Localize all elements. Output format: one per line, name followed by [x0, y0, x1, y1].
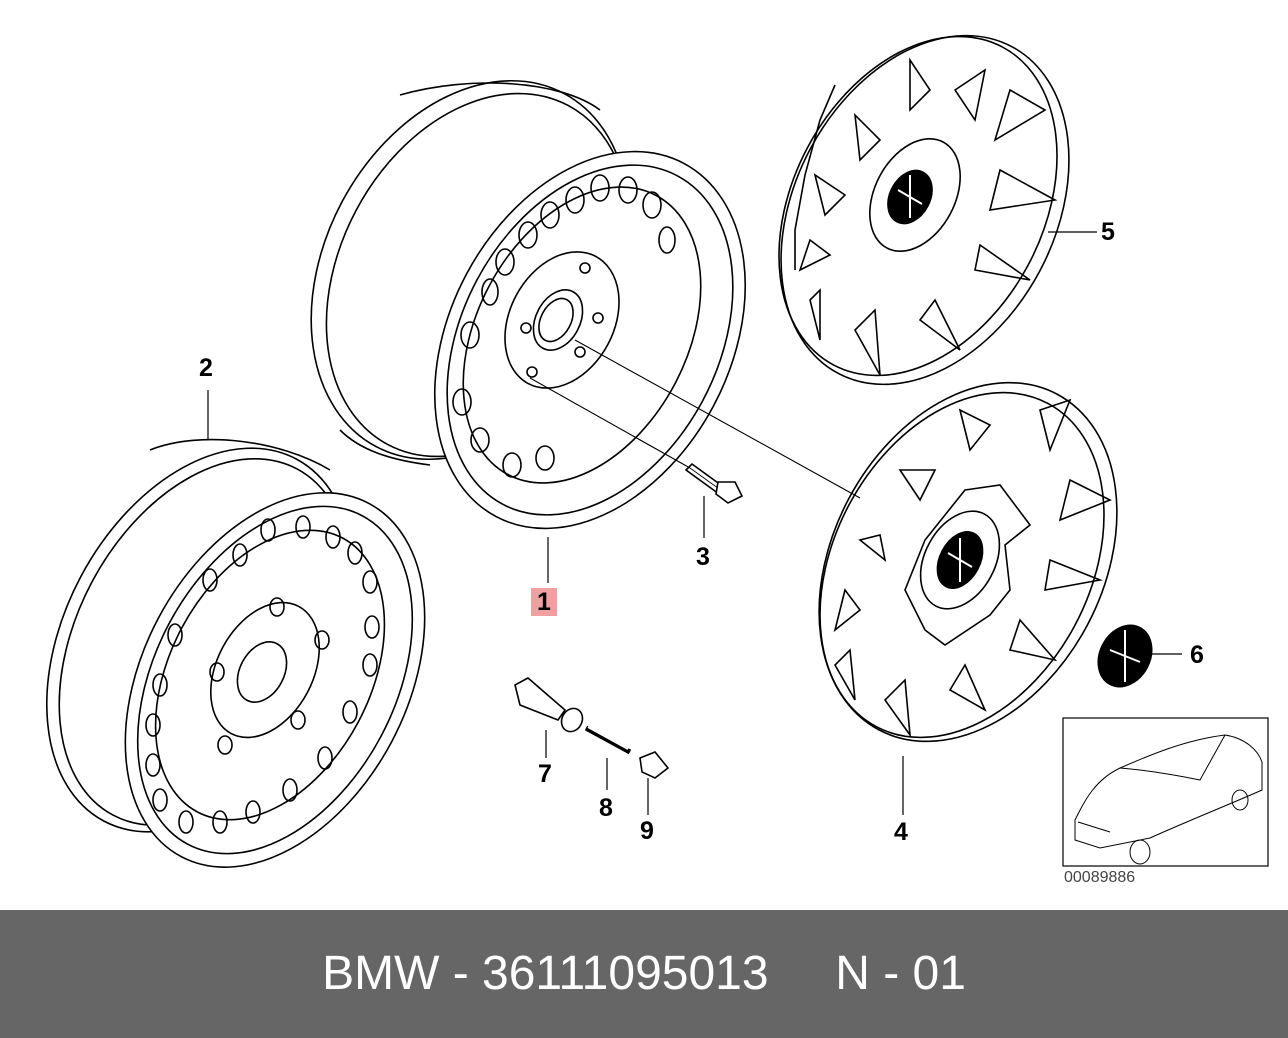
callout-3: 3: [696, 543, 710, 571]
diagram-reference-code: 00089886: [1064, 869, 1136, 886]
callout-7: 7: [538, 760, 552, 788]
callout-9: 9: [640, 817, 654, 845]
callout-5: 5: [1101, 218, 1115, 246]
wheel-bolt-part-3: [684, 462, 744, 538]
alignment-line: [574, 339, 861, 499]
valve-cap-part-9: [639, 751, 670, 815]
steel-wheel-part-2: [45, 438, 426, 868]
hub-cap-part-4: [818, 381, 1118, 815]
parts-diagram: [45, 34, 1269, 868]
emblem-part-6: [1097, 624, 1182, 688]
part-number-caption: BMW - 36111095013 N - 01: [322, 947, 966, 1000]
callout-8: 8: [599, 794, 613, 822]
callout-2: 2: [199, 354, 213, 382]
hub-cap-part-5: [778, 34, 1097, 386]
car-thumbnail-inset: [1062, 717, 1269, 867]
callout-4: 4: [894, 818, 908, 846]
callout-6: 6: [1190, 641, 1204, 669]
footer-bar: BMW - 36111095013 N - 01: [0, 910, 1288, 1038]
valve-stem-part-7: [514, 677, 584, 758]
valve-core-part-8: [584, 725, 632, 790]
steel-wheel-part-1: [310, 79, 747, 530]
callout-1: 1: [531, 588, 557, 616]
